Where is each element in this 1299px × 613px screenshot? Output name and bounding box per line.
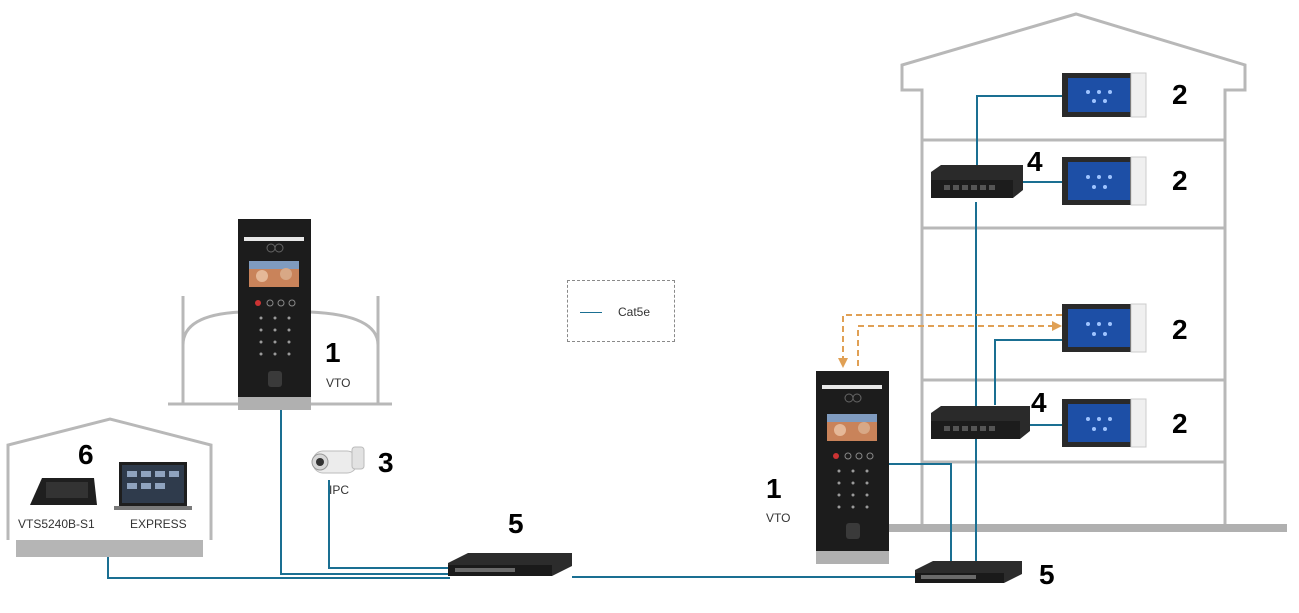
switch-icon-floor-1	[931, 165, 1023, 198]
cat5e-cables	[107, 95, 1062, 579]
legend-box: Cat5e	[567, 280, 675, 342]
indoor-monitor-icon-2	[1062, 156, 1147, 206]
switch-icon-core-left	[448, 553, 572, 576]
vto-right-label: VTO	[766, 511, 790, 525]
arrow-head-right	[1052, 321, 1062, 331]
monitor-3-number: 2	[1172, 314, 1188, 345]
core-switch-left-number: 5	[508, 508, 524, 539]
floor-switch-2-number: 4	[1031, 387, 1047, 418]
vto-right-number: 1	[766, 473, 782, 504]
monitor-1-number: 2	[1172, 79, 1188, 110]
ipc-label: IPC	[329, 483, 349, 497]
legend-label: Cat5e	[618, 305, 651, 319]
console-icon	[30, 478, 97, 505]
floor-switch-1-number: 4	[1027, 146, 1043, 177]
vto-left-number: 1	[325, 337, 341, 368]
legend-cable-swatch	[580, 312, 602, 313]
monitor-2-number: 2	[1172, 165, 1188, 196]
ipc-number: 3	[378, 447, 394, 478]
indoor-monitor-icon-1	[1062, 72, 1147, 118]
door-station-icon-right	[816, 371, 889, 564]
switch-icon-floor-2	[931, 406, 1030, 439]
management-number: 6	[78, 439, 94, 470]
camera-icon	[311, 446, 365, 474]
ground-line	[885, 524, 1287, 532]
cascade-dashed-arrows	[842, 314, 1062, 366]
indoor-monitor-icon-4	[1062, 398, 1147, 448]
express-software-label: EXPRESS	[130, 517, 187, 531]
vto-left-label: VTO	[326, 376, 350, 390]
monitor-4-number: 2	[1172, 408, 1188, 439]
arrow-head-down	[838, 358, 848, 368]
core-switch-right-number: 5	[1039, 559, 1055, 590]
laptop-icon	[114, 462, 192, 510]
house-icon	[6, 417, 213, 557]
switch-icon-core-right	[915, 561, 1022, 583]
indoor-monitor-icon-3	[1062, 303, 1147, 353]
apartment-building-icon	[900, 12, 1247, 525]
vts-device-label: VTS5240B-S1	[18, 517, 95, 531]
door-station-icon-left	[238, 219, 311, 410]
